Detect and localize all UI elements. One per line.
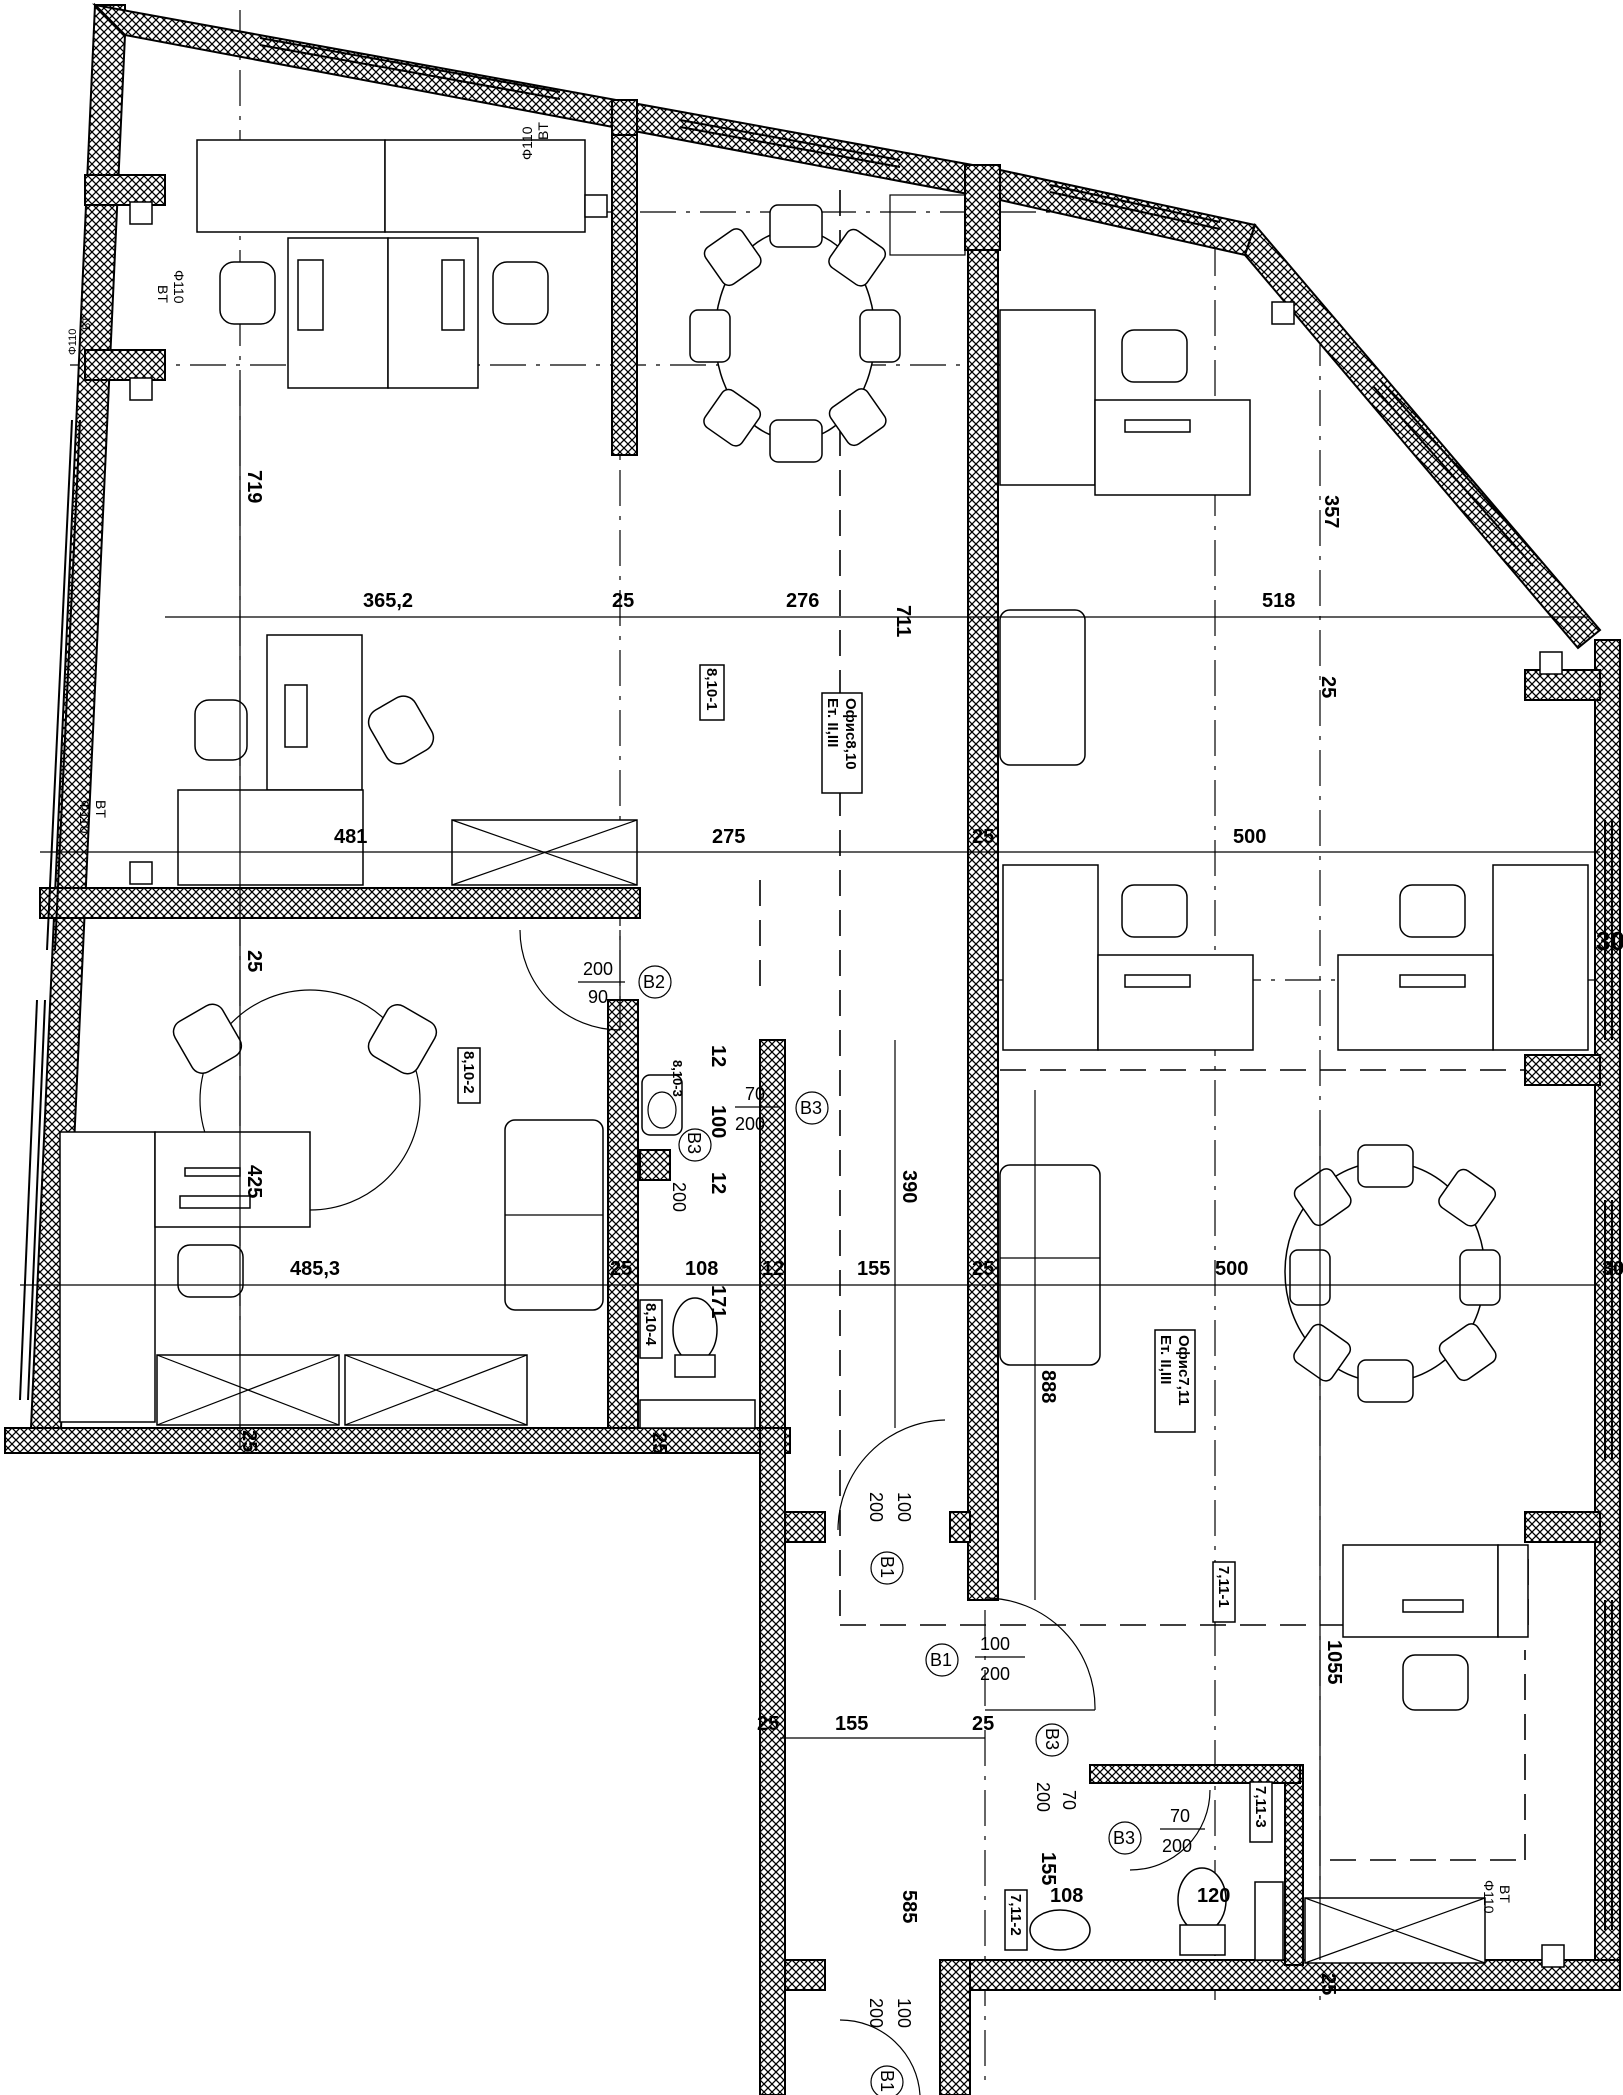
- riser-4-type: BT: [93, 800, 109, 818]
- dim-25-c: 25: [972, 826, 994, 848]
- furniture-office-top-left: [196, 139, 966, 463]
- room-7-11-3: 7,11-3: [1252, 1786, 1269, 1828]
- dimension-lines: [20, 380, 1600, 1960]
- door-b3d-tag: B3: [1113, 1828, 1135, 1848]
- dim-108-b: 108: [1050, 1885, 1083, 1907]
- riser-1-diameter: Φ110: [519, 126, 535, 160]
- furniture-office-8-10-2: [59, 989, 604, 1426]
- riser-markers: [129, 194, 1565, 1968]
- door-b1b-width: 100: [980, 1634, 1010, 1654]
- riser-4-diameter: Φ110: [77, 800, 93, 834]
- door-b3a-width: 70: [745, 1084, 765, 1104]
- room-7-11-2: 7,11-2: [1007, 1894, 1024, 1936]
- riser-2-type: BT: [155, 285, 171, 303]
- office-8-10-floor: Ет. II,III: [824, 698, 841, 747]
- room-labels: 8,10-1 Ет. II,III Офис8,10 8,10-2 8,10-3…: [457, 664, 1273, 1951]
- dim-155-c: 155: [1037, 1852, 1059, 1885]
- door-b3d-height: 200: [1162, 1836, 1192, 1856]
- door-b1b-tag: B1: [930, 1650, 952, 1670]
- room-8-10-1: 8,10-1: [703, 668, 720, 711]
- door-b1c-height: 200: [866, 1998, 886, 2028]
- riser-3-type: BT: [81, 316, 93, 330]
- dim-711: 711: [892, 605, 914, 637]
- dim-500-a: 500: [1233, 826, 1266, 848]
- room-8-10-4: 8,10-4: [642, 1303, 659, 1346]
- dim-500-b: 500: [1215, 1258, 1248, 1280]
- dim-12-c: 12: [707, 1172, 729, 1194]
- dim-171: 171: [707, 1285, 729, 1318]
- furniture-office-middle-left: [177, 634, 638, 886]
- room-8-10-2: 8,10-2: [460, 1051, 477, 1094]
- office-7-11-name: Офис7,11: [1175, 1335, 1192, 1406]
- dim-30-b: 30: [1602, 1258, 1623, 1280]
- door-b3c-width: 70: [1059, 1790, 1079, 1810]
- dim-30-a: 30: [1596, 926, 1623, 956]
- dim-155-b: 155: [835, 1713, 868, 1735]
- door-b1a-width: 100: [894, 1492, 914, 1522]
- door-b2-tag: B2: [643, 972, 665, 992]
- dim-25-e: 25: [972, 1258, 994, 1280]
- dim-1055: 1055: [1323, 1640, 1345, 1685]
- dim-25-g: 25: [648, 1432, 670, 1454]
- dim-25-a: 25: [612, 590, 634, 612]
- dim-108-a: 108: [685, 1258, 718, 1280]
- riser-3-diameter: Φ110: [67, 329, 79, 355]
- door-b3b-width: 200: [669, 1182, 689, 1212]
- office-8-10-name: Офис8,10: [842, 698, 859, 770]
- door-b3d-width: 70: [1170, 1806, 1190, 1826]
- dim-390: 390: [898, 1170, 920, 1203]
- dim-518: 518: [1262, 590, 1295, 612]
- sanitary-fixtures: [639, 1074, 1284, 1961]
- dim-25-d: 25: [610, 1258, 632, 1280]
- windows: [19, 37, 1613, 1930]
- dim-12-a: 12: [762, 1258, 784, 1280]
- dim-25-h: 25: [757, 1713, 779, 1735]
- door-b1a-height: 200: [866, 1492, 886, 1522]
- riser-2-diameter: Φ110: [171, 270, 187, 304]
- dim-25-b: 25: [1317, 676, 1339, 698]
- dim-25-j: 25: [1317, 1973, 1339, 1995]
- door-b3c-tag: B3: [1042, 1728, 1062, 1750]
- dim-25-i: 25: [972, 1713, 994, 1735]
- dim-155-a: 155: [857, 1258, 890, 1280]
- door-swings: [519, 929, 1211, 2095]
- dim-25-f: 25: [238, 1430, 260, 1452]
- door-b1c-tag: B1: [877, 2070, 897, 2092]
- door-b3c-height: 200: [1033, 1782, 1053, 1812]
- dim-365-2: 365,2: [363, 590, 413, 612]
- door-b1a-tag: B1: [877, 1556, 897, 1578]
- dim-585: 585: [898, 1890, 920, 1923]
- door-b2-height: 90: [588, 987, 608, 1007]
- dim-357: 357: [1320, 495, 1342, 528]
- dim-120: 120: [1197, 1885, 1230, 1907]
- dim-100: 100: [707, 1105, 729, 1138]
- dim-481: 481: [334, 826, 367, 848]
- door-b1c-width: 100: [894, 1998, 914, 2028]
- dim-276: 276: [786, 590, 819, 612]
- furniture-office-7-11: [999, 309, 1589, 1964]
- room-8-10-3: 8,10-3: [670, 1060, 685, 1097]
- room-7-11-1: 7,11-1: [1215, 1566, 1232, 1608]
- door-b3a-height: 200: [735, 1114, 765, 1134]
- office-7-11-floor: Ет. II,III: [1157, 1335, 1174, 1384]
- door-tags: 200 90 B2 70 200 B3 B3 200 100 200 B1 10…: [578, 959, 1205, 2095]
- dim-485-3: 485,3: [290, 1258, 340, 1280]
- door-b2-width: 200: [583, 959, 613, 979]
- door-b3a-tag: B3: [800, 1098, 822, 1118]
- riser-5-type: BT: [1497, 1885, 1513, 1903]
- riser-1-type: BT: [535, 122, 551, 140]
- riser-5-diameter: Φ110: [1481, 1880, 1497, 1914]
- riser-labels: BT Φ110 BT Φ110 BT Φ110 BT Φ110 BT Φ110: [67, 122, 1513, 1914]
- dim-12-b: 12: [707, 1045, 729, 1067]
- door-b1b-height: 200: [980, 1664, 1010, 1684]
- dim-719: 719: [243, 470, 265, 503]
- dimension-labels: 719 365,2 25 276 711 518 357 25 481 275 …: [238, 470, 1623, 1995]
- dim-25-left: 25: [243, 950, 265, 972]
- dim-888: 888: [1037, 1370, 1059, 1403]
- dim-425: 425: [243, 1165, 265, 1198]
- dim-275: 275: [712, 826, 745, 848]
- door-b3b-tag: B3: [684, 1132, 704, 1154]
